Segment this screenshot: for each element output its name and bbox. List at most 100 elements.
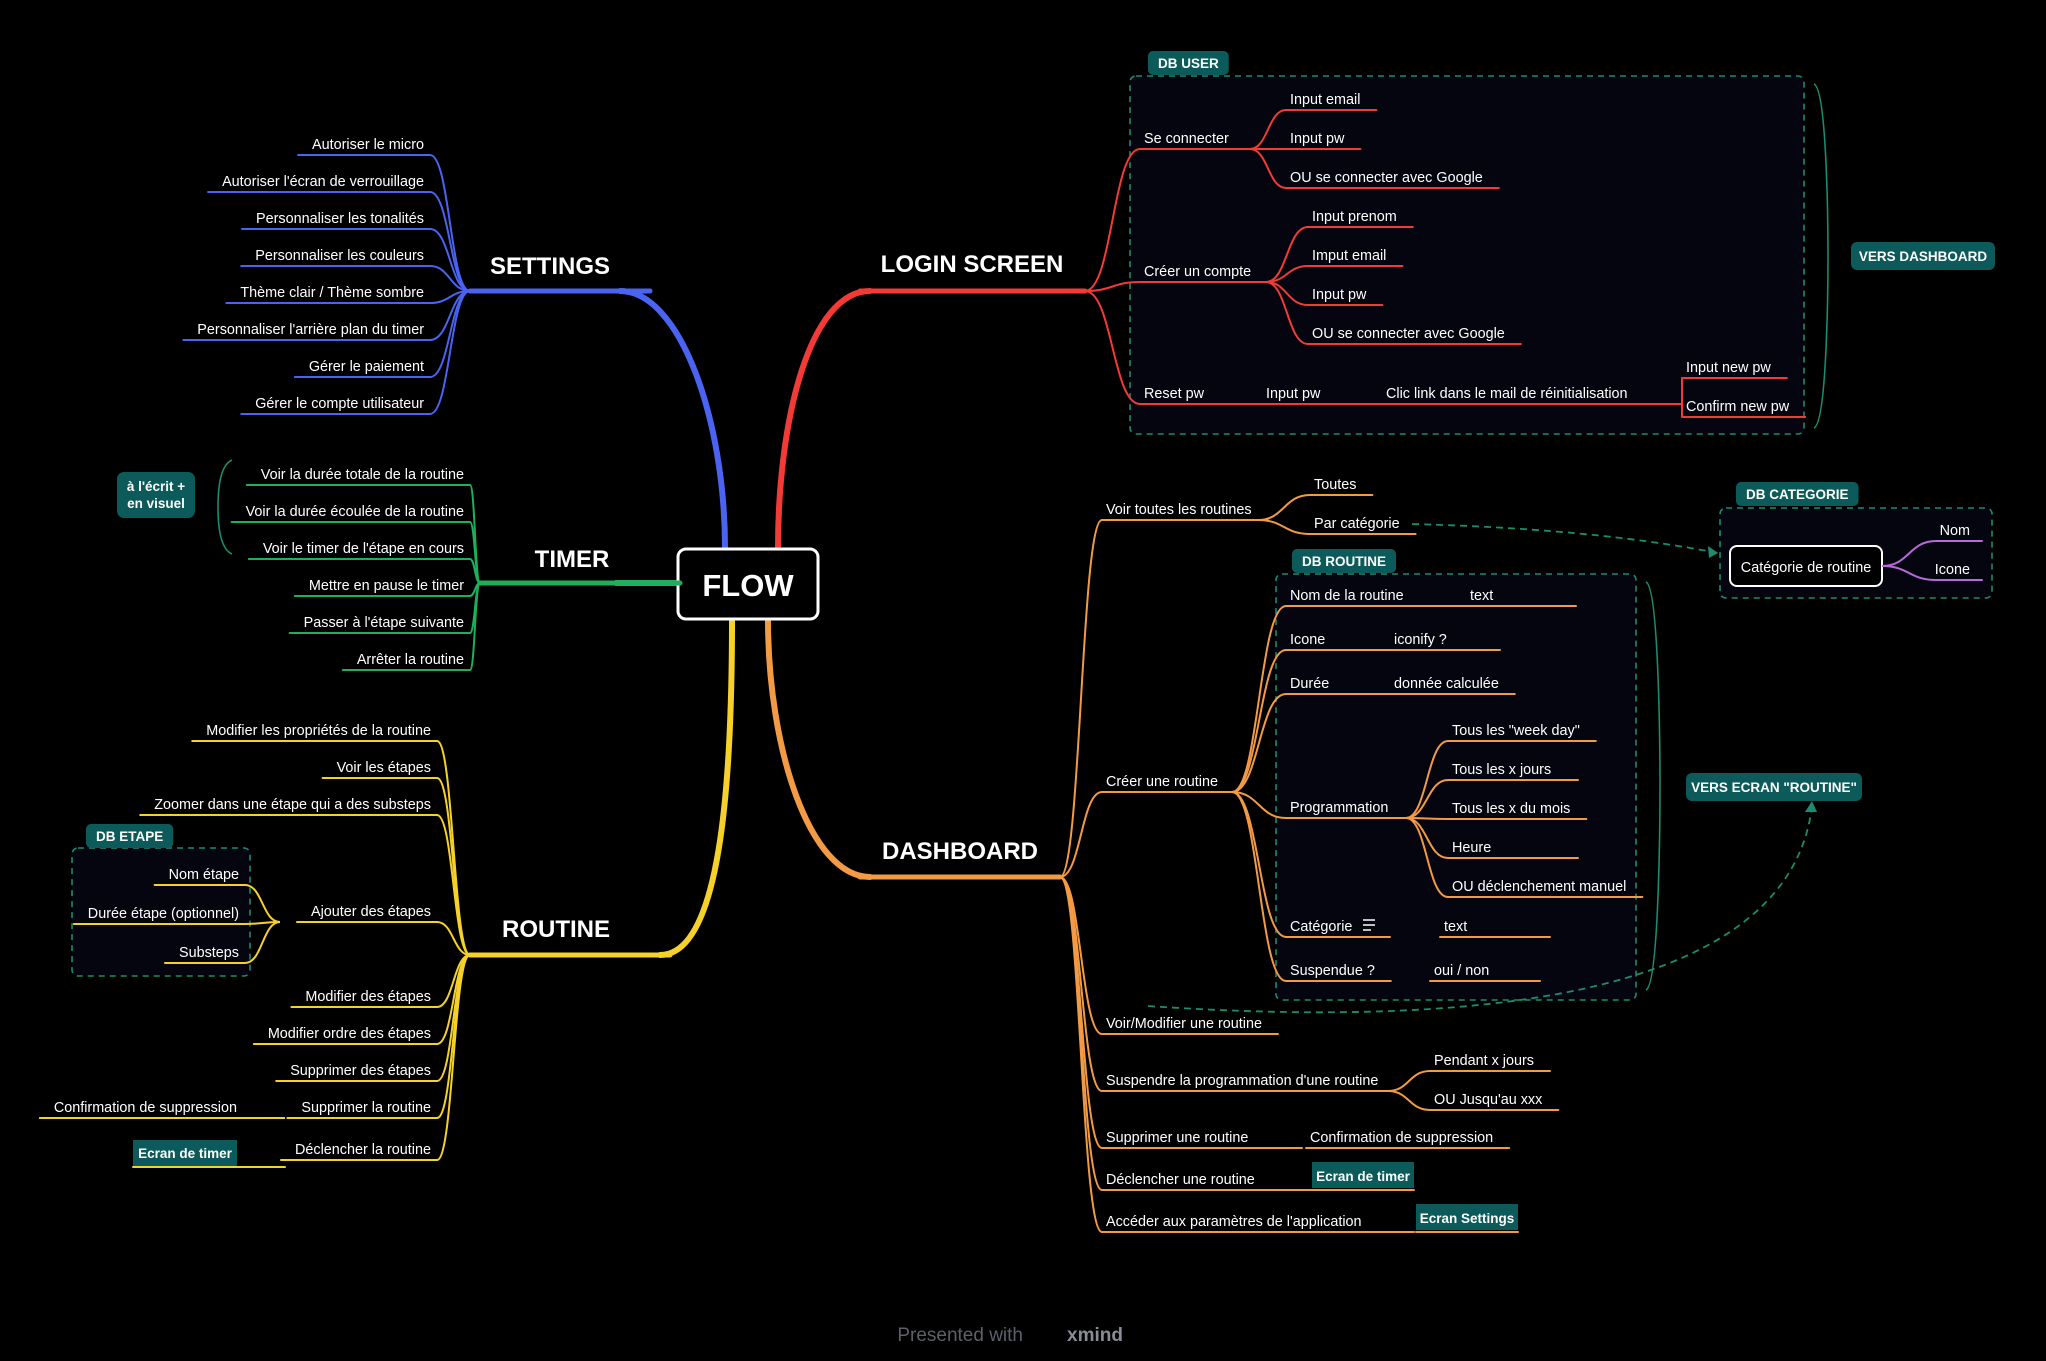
login-create: Créer un compte — [1144, 264, 1251, 280]
db-etape-item: Substeps — [179, 945, 239, 961]
login-connect: Se connecter — [1144, 131, 1229, 147]
category-field-connector — [1881, 565, 1937, 581]
settings-item-connector — [429, 290, 471, 415]
dash-create-connector — [1059, 791, 1103, 878]
timer-item: Mettre en pause le timer — [309, 578, 464, 594]
programmation-item-connector — [1405, 779, 1449, 819]
programmation-item-connector — [1405, 740, 1449, 819]
db-user-badge: DB USER — [1158, 56, 1219, 71]
login-create-item: Imput email — [1312, 248, 1386, 264]
login-create-connector — [1084, 281, 1141, 292]
routine-item: Modifier des étapes — [305, 989, 431, 1005]
timer-item: Voir la durée écoulée de la routine — [246, 504, 464, 520]
routine-item: Modifier les propriétés de la routine — [206, 723, 431, 739]
routine-field-name: Catégorie — [1290, 919, 1352, 935]
dash-view-all-connector — [1059, 519, 1103, 878]
login-connect-item: Input email — [1290, 92, 1360, 108]
vers-dashboard-label: VERS DASHBOARD — [1859, 249, 1988, 264]
login-reset-input: Input pw — [1266, 386, 1321, 402]
routine-item: Déclencher la routine — [295, 1142, 431, 1158]
timer-note-brace — [217, 459, 233, 555]
settings-item-connector — [429, 228, 471, 292]
programmation-item: Heure — [1452, 840, 1491, 856]
dash-suspend-item-connector — [1387, 1090, 1431, 1111]
settings-item: Gérer le paiement — [309, 359, 424, 375]
programmation-item: Tous les x jours — [1452, 762, 1551, 778]
db-etape-badge: DB ETAPE — [96, 829, 163, 844]
routine-field-name: Icone — [1290, 632, 1325, 648]
category-node: Catégorie de routine — [1741, 560, 1871, 576]
login-create-item-connector — [1265, 226, 1309, 283]
timer-note-bg — [117, 472, 195, 518]
timer-item: Arrêter la routine — [357, 652, 464, 668]
list-icon — [1363, 919, 1375, 931]
programmation-item: Tous les x du mois — [1452, 801, 1570, 817]
login-create-item: Input prenom — [1312, 209, 1397, 225]
routine-item-connector — [436, 777, 471, 956]
routine-item: Supprimer des étapes — [290, 1063, 431, 1079]
category-link-arrow — [1708, 546, 1718, 558]
db-routine-box — [1275, 573, 1637, 1001]
db-etape-item: Nom étape — [169, 867, 239, 883]
login-create-item: OU se connecter avec Google — [1312, 326, 1505, 342]
timer-title: TIMER — [535, 546, 610, 573]
vers-routine-bg — [1686, 773, 1862, 801]
category-link — [1411, 523, 1719, 554]
db-routine-badge-bg — [1292, 549, 1396, 573]
login-create-item: Input pw — [1312, 287, 1367, 303]
routine-item-connector — [436, 814, 471, 956]
dash-settings-connector — [1059, 876, 1103, 1233]
routine-programmation: Programmation — [1290, 800, 1388, 816]
timer-note-line1: à l'écrit + — [127, 479, 185, 494]
routine-delete-confirm: Confirmation de suppression — [54, 1100, 237, 1116]
routine-field-name: Nom de la routine — [1290, 588, 1404, 604]
settings-main-connector — [617, 288, 728, 551]
db-etape-item: Durée étape (optionnel) — [88, 906, 239, 922]
routine-field-name: Durée — [1290, 676, 1329, 692]
programmation-item: Tous les "week day" — [1452, 723, 1580, 739]
timer-item: Voir le timer de l'étape en cours — [263, 541, 464, 557]
dash-view-all-item-connector — [1257, 494, 1311, 521]
timer-note-line2: en visuel — [127, 496, 185, 511]
db-user-badge-bg — [1148, 51, 1229, 75]
login-connect-item-connector — [1249, 109, 1287, 150]
routine-timer-screen: Ecran de timer — [138, 1146, 233, 1161]
programmation-item: OU déclenchement manuel — [1452, 879, 1626, 895]
routine-item: Modifier ordre des étapes — [268, 1026, 431, 1042]
settings-item: Autoriser le micro — [312, 137, 424, 153]
timer-item: Passer à l'étape suivante — [304, 615, 464, 631]
category-field: Nom — [1940, 523, 1970, 539]
category-field-connector — [1881, 540, 1937, 567]
category-field: Icone — [1935, 562, 1970, 578]
db-user-box — [1129, 75, 1805, 435]
dash-delete-confirm: Confirmation de suppression — [1310, 1130, 1493, 1146]
login-reset-link: Clic link dans le mail de réinitialisati… — [1386, 386, 1628, 402]
login-reset-item: Confirm new pw — [1686, 399, 1790, 415]
settings-item: Autoriser l'écran de verrouillage — [222, 174, 424, 190]
dash-trigger-connector — [1059, 876, 1103, 1191]
footer-prefix: Presented with — [897, 1325, 1023, 1346]
login-connect-item-connector — [1249, 148, 1287, 189]
login-title: LOGIN SCREEN — [881, 251, 1064, 278]
dash-timer-screen-bg — [1312, 1162, 1414, 1188]
routine-field-value: text — [1470, 588, 1493, 604]
routine-item: Ajouter des étapes — [311, 904, 431, 920]
routine-item-connector — [436, 954, 471, 1161]
settings-item-connector — [429, 191, 471, 292]
routine-field-name-connector — [1231, 791, 1287, 982]
programmation-item-connector — [1405, 817, 1449, 898]
settings-item: Thème clair / Thème sombre — [240, 285, 424, 301]
db-categorie-badge: DB CATEGORIE — [1746, 487, 1849, 502]
login-connect-connector — [1084, 148, 1141, 292]
dash-suspend: Suspendre la programmation d'une routine — [1106, 1073, 1378, 1089]
dash-view-all: Voir toutes les routines — [1106, 502, 1252, 518]
login-brace — [1813, 83, 1829, 429]
routine-title: ROUTINE — [502, 916, 610, 943]
vers-dashboard-bg — [1851, 242, 1995, 270]
dash-settings-screen: Ecran Settings — [1420, 1211, 1515, 1226]
routine-field-value: oui / non — [1434, 963, 1489, 979]
routine-timer-screen-bg — [133, 1140, 237, 1166]
dash-settings-screen-bg — [1416, 1204, 1518, 1230]
login-reset: Reset pw — [1144, 386, 1205, 402]
